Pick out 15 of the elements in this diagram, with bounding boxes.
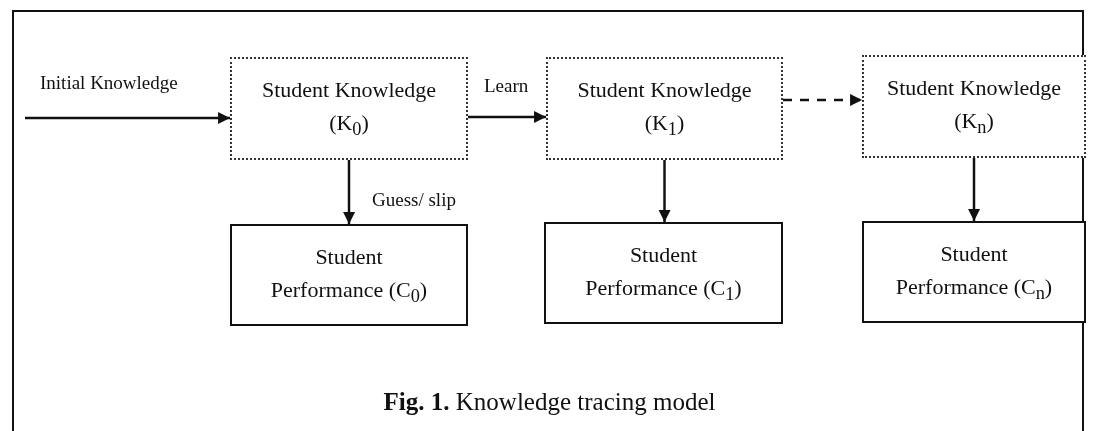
knowledge-box: Student Knowledge (K$_{n}$) (862, 55, 1086, 158)
arrow (968, 158, 981, 222)
figure-caption: Fig. 1. Knowledge tracing model (382, 388, 717, 416)
edge-label: Initial Knowledge (40, 73, 178, 94)
performance-box: Student Performance (C$_{0}$) (230, 224, 468, 326)
knowledge-box: Student Knowledge (K$_{1}$) (546, 57, 783, 160)
arrow (468, 110, 547, 123)
knowledge-box: Student Knowledge (K$_{0}$) (230, 57, 468, 160)
arrow (25, 111, 231, 124)
arrow (783, 93, 863, 106)
arrow (658, 160, 671, 223)
arrow (343, 160, 356, 225)
edge-label: Guess/ slip (372, 190, 456, 211)
performance-box: Student Performance (C$_{1}$) (544, 222, 783, 324)
performance-box: Student Performance (C$_{n}$) (862, 221, 1086, 323)
